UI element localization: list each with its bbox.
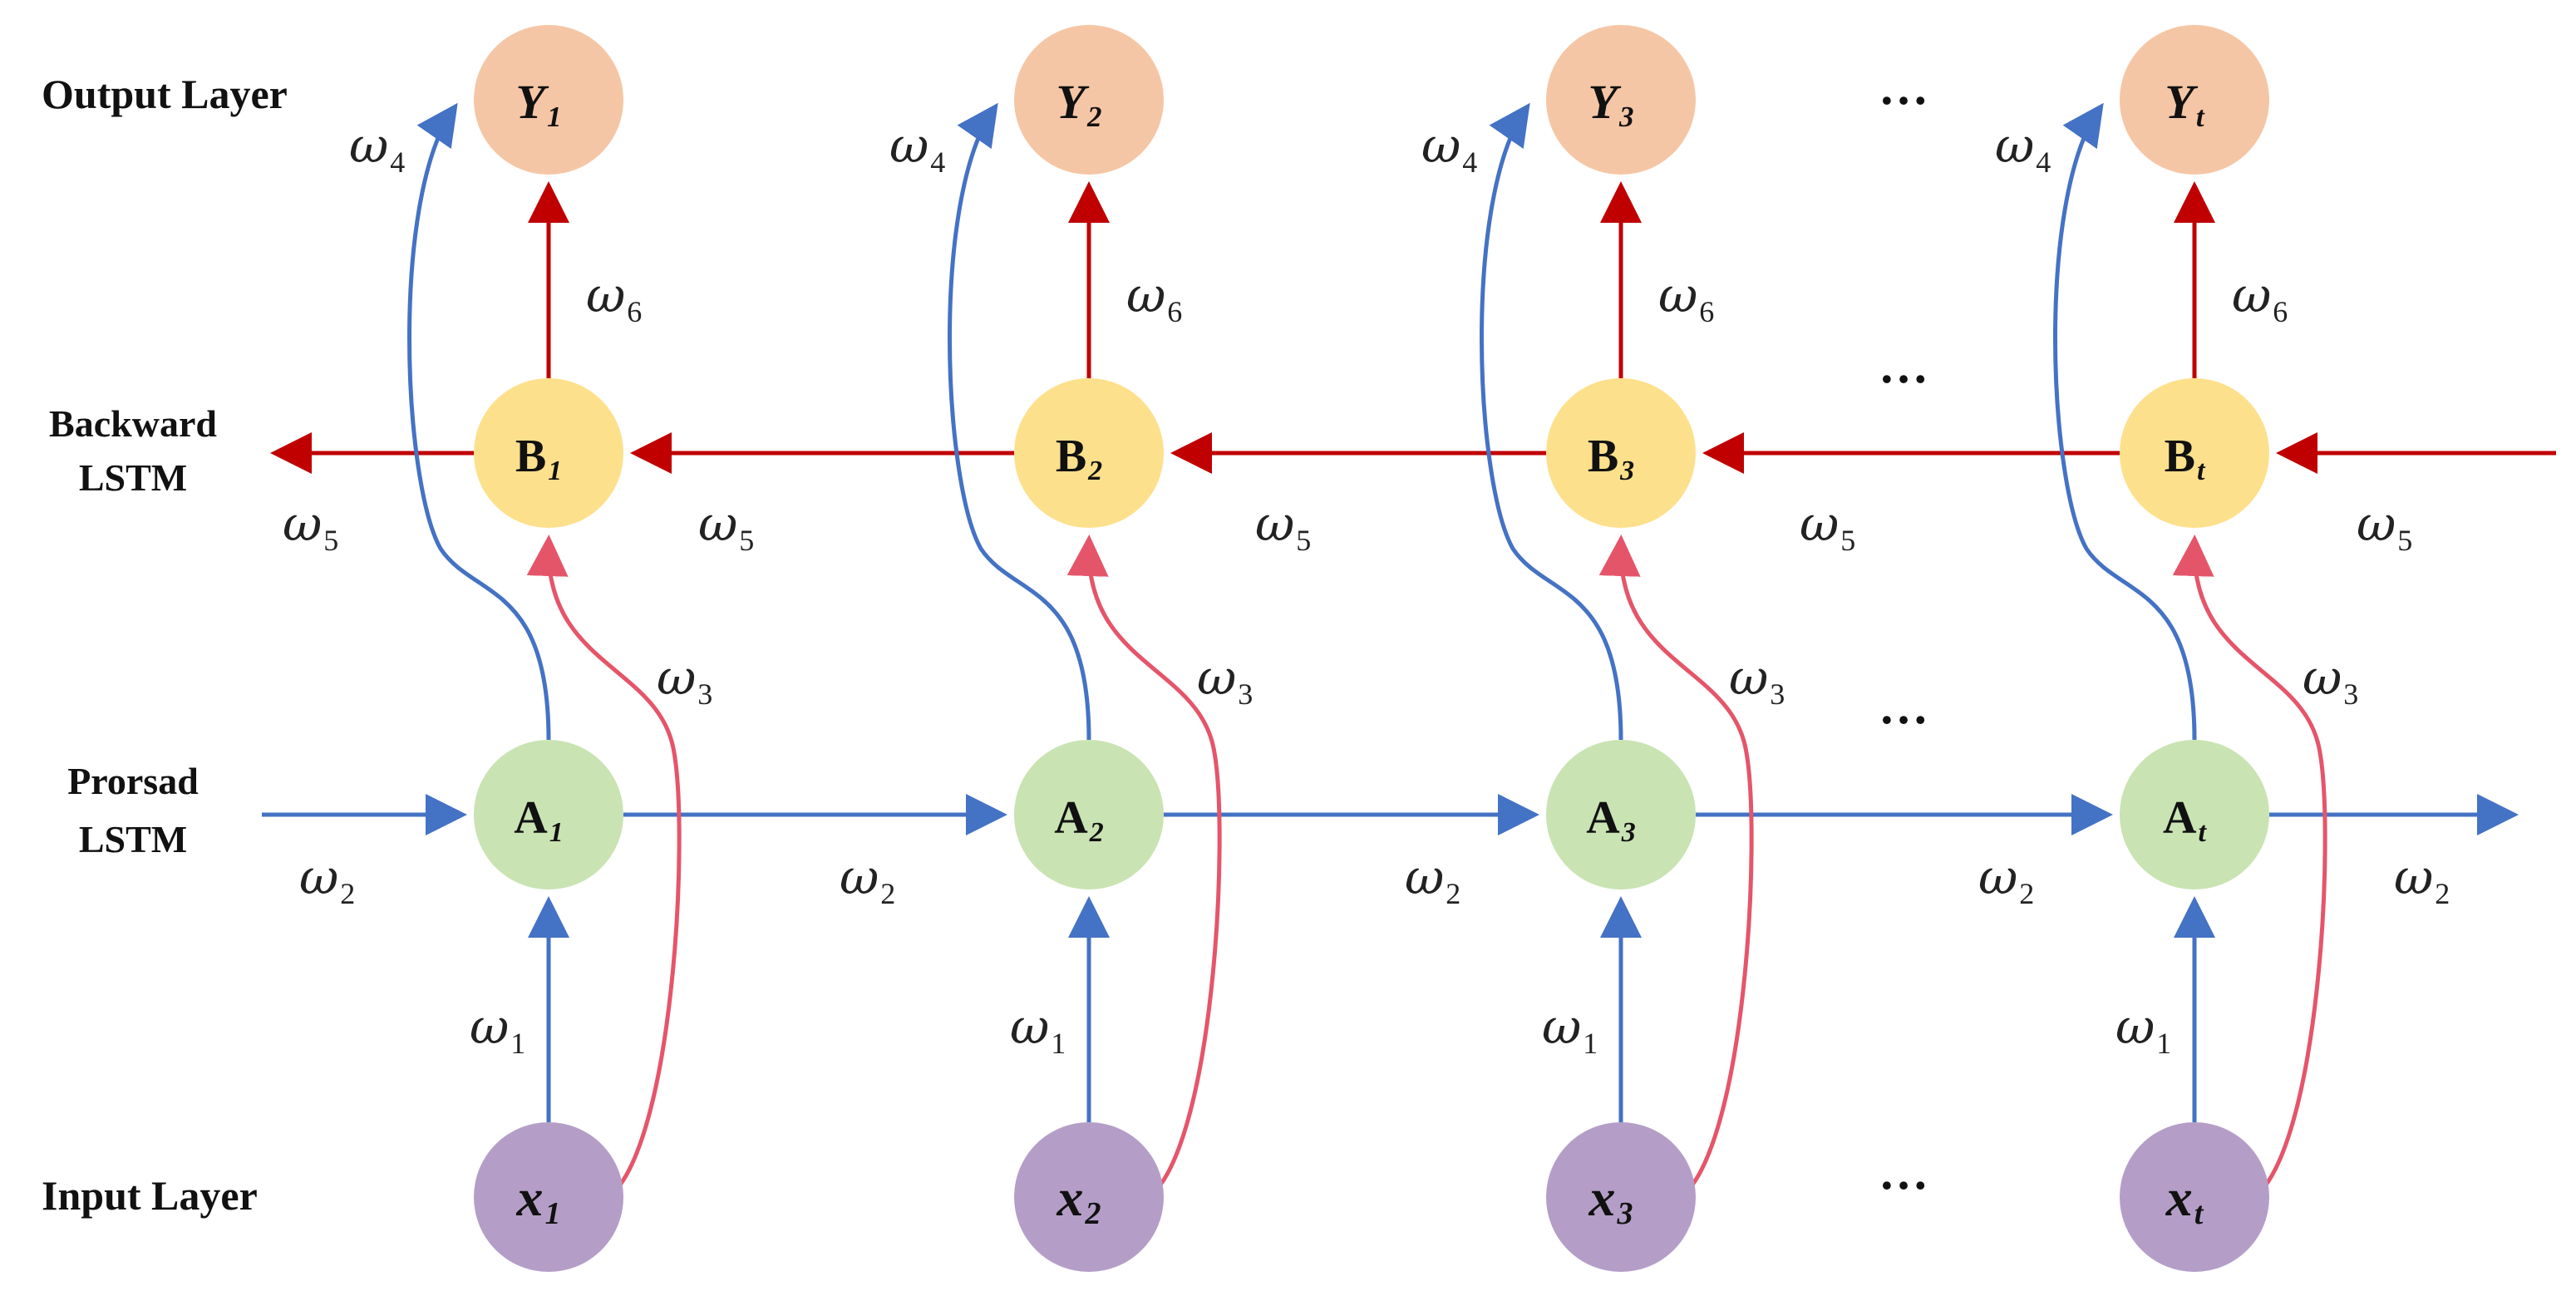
forward-lstm-label-line2: LSTM	[79, 818, 187, 860]
weight-w4-3: ω4	[1421, 117, 1477, 179]
weight-w2-3: ω2	[1405, 849, 1460, 910]
forward-node-3	[1546, 740, 1696, 889]
weight-w2-1: ω2	[299, 849, 355, 910]
weight-w3-2: ω3	[1197, 649, 1253, 711]
forward-lstm-label-line1: Prorsad	[67, 760, 199, 802]
edge-x-to-b-2	[1066, 535, 1222, 1204]
weight-w1-1: ω1	[470, 998, 525, 1060]
ellipsis-input: …	[1879, 1145, 1928, 1200]
weight-w4-1: ω4	[349, 117, 405, 179]
forward-node-1	[474, 740, 623, 889]
input-layer-label: Input Layer	[42, 1172, 258, 1219]
ellipsis-backward: …	[1879, 338, 1928, 393]
weight-w2-2: ω2	[840, 849, 895, 910]
weight-w5-1: ω5	[283, 495, 338, 557]
input-node-4	[2120, 1122, 2269, 1272]
edge-a-to-y-4	[2053, 102, 2197, 741]
backward-node-1	[474, 378, 623, 528]
weight-w2-4: ω2	[1978, 849, 2034, 910]
output-node-2	[1014, 25, 1164, 175]
weight-w3-3: ω3	[1729, 649, 1785, 711]
edge-a-to-y-2	[948, 102, 1091, 741]
backward-node-2	[1014, 378, 1164, 528]
weight-w6-3: ω6	[1658, 267, 1714, 328]
output-node-1	[474, 25, 623, 175]
forward-node-label-2: A2	[1054, 792, 1103, 848]
output-node-label-2: Y2	[1057, 75, 1102, 133]
backward-lstm-label-line2: LSTM	[79, 456, 187, 499]
ellipsis-forward: …	[1879, 679, 1928, 734]
edge-x-to-b-3	[1598, 535, 1754, 1204]
input-node-2	[1014, 1122, 1164, 1272]
weight-w6-4: ω6	[2232, 267, 2288, 328]
ellipsis-output: …	[1879, 60, 1928, 115]
backward-lstm-label-line1: Backward	[49, 402, 217, 445]
output-node-3	[1546, 25, 1696, 175]
forward-node-4	[2120, 740, 2269, 889]
weight-w5-5: ω5	[2357, 495, 2412, 557]
edges-group	[262, 102, 2556, 1204]
weight-w1-3: ω1	[1542, 998, 1598, 1060]
input-node-3	[1546, 1122, 1696, 1272]
output-layer-label: Output Layer	[42, 71, 288, 117]
edge-x-to-b-1	[526, 535, 682, 1204]
weight-w1-4: ω1	[2115, 998, 2171, 1060]
weight-labels-group: ω4 ω6 ω3 ω1 ω4 ω6 ω3 ω1 ω4 ω6 ω3 ω1 ω4 ω6 ω3 ω1 ω5 ω5 ω5 ω5…	[283, 117, 2450, 1060]
weight-w3-1: ω3	[657, 649, 712, 711]
output-node-label-1: Y1	[516, 75, 562, 133]
backward-node-3	[1546, 378, 1696, 528]
weight-w2-5: ω2	[2394, 849, 2450, 910]
weight-w6-1: ω6	[586, 267, 642, 328]
weight-w4-4: ω4	[1995, 117, 2051, 179]
weight-w6-2: ω6	[1126, 267, 1182, 328]
edge-x-to-b-4	[2172, 535, 2327, 1204]
backward-node-4	[2120, 378, 2269, 528]
input-node-1	[474, 1122, 623, 1272]
weight-w5-2: ω5	[698, 495, 754, 557]
weight-w3-4: ω3	[2303, 649, 2358, 711]
weight-w5-4: ω5	[1800, 495, 1855, 557]
weight-w4-2: ω4	[889, 117, 945, 179]
weight-w5-3: ω5	[1255, 495, 1311, 557]
backward-node-label-2: B2	[1056, 431, 1102, 486]
forward-node-2	[1014, 740, 1164, 889]
edge-a-to-y-1	[407, 102, 551, 741]
output-node-4	[2120, 25, 2269, 175]
edge-a-to-y-3	[1480, 102, 1623, 741]
weight-w1-2: ω1	[1010, 998, 1066, 1060]
